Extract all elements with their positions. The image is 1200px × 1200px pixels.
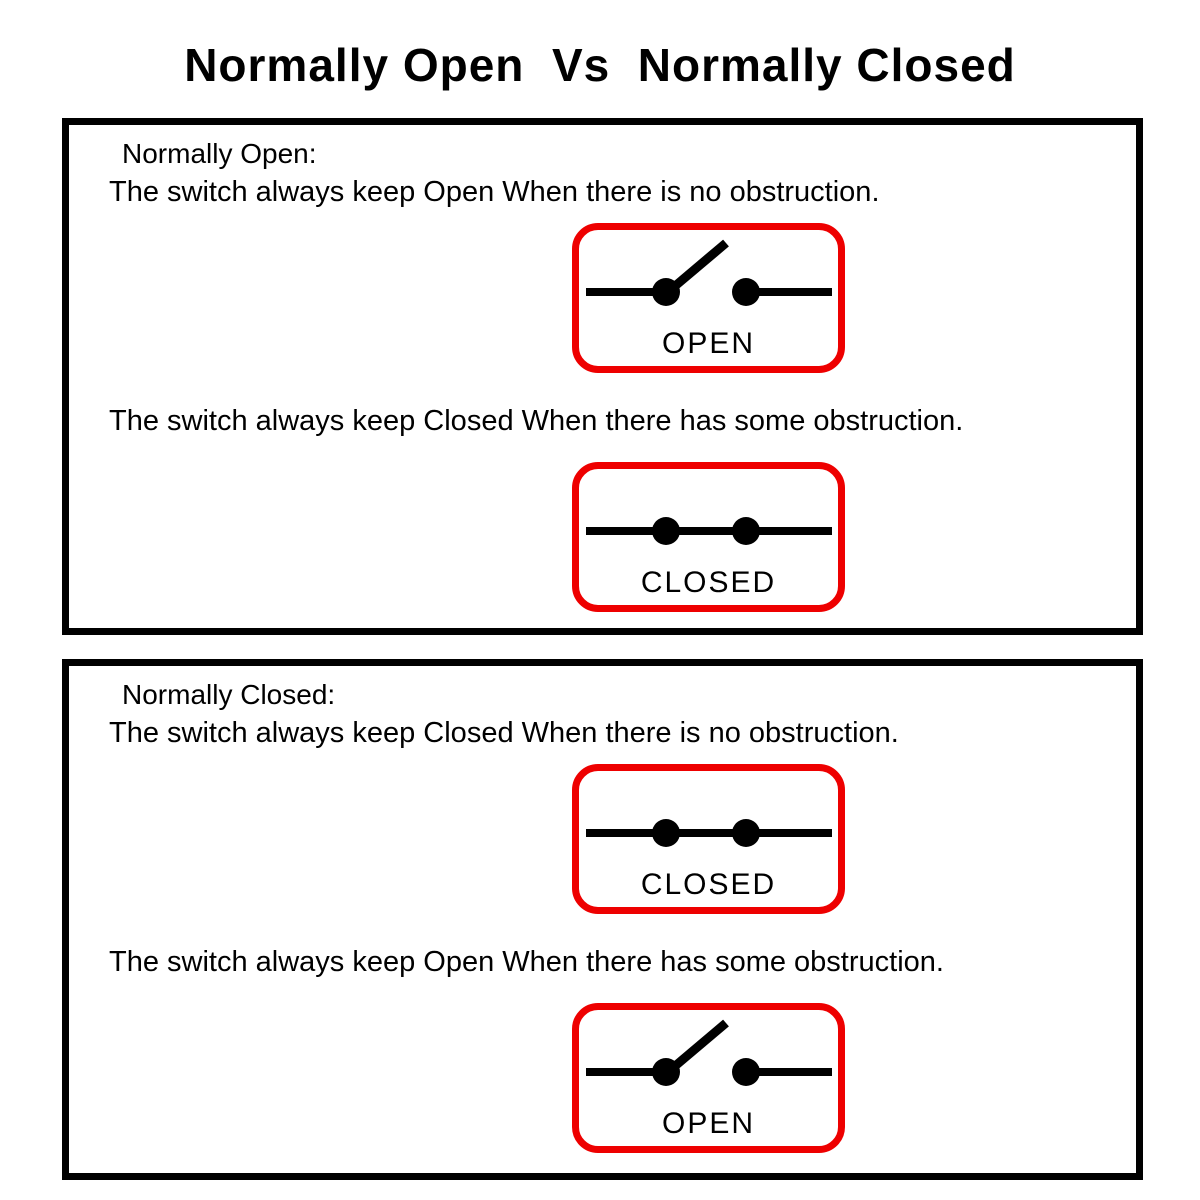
panel-description: The switch always keep Closed When there… (109, 405, 964, 437)
panel-description: The switch always keep Open When there i… (109, 176, 880, 208)
switch-symbol-icon (585, 819, 832, 847)
panel-heading: Normally Closed: (122, 679, 336, 710)
panel-normally-closed: Normally Closed: The switch always keep … (62, 659, 1143, 1180)
switch-state-label: CLOSED (640, 566, 777, 599)
switch-symbol-icon (585, 517, 832, 545)
switch-symbol-icon (585, 1019, 832, 1086)
panel-description: The switch always keep Open When there h… (109, 946, 944, 978)
panel-heading: Normally Open: (122, 138, 317, 169)
switch-state-label: OPEN (661, 1107, 756, 1140)
switch-card: OPEN (572, 1003, 845, 1153)
switch-state-label: OPEN (661, 327, 756, 360)
switch-card: OPEN (572, 223, 845, 373)
switch-card: CLOSED (572, 764, 845, 914)
switch-card: CLOSED (572, 462, 845, 612)
switch-state-label: CLOSED (640, 868, 777, 901)
panel-normally-open: Normally Open: The switch always keep Op… (62, 118, 1143, 635)
page-title: Normally Open Vs Normally Closed (184, 39, 1016, 91)
switch-symbol-icon (585, 239, 832, 306)
panel-description: The switch always keep Closed When there… (109, 717, 899, 749)
